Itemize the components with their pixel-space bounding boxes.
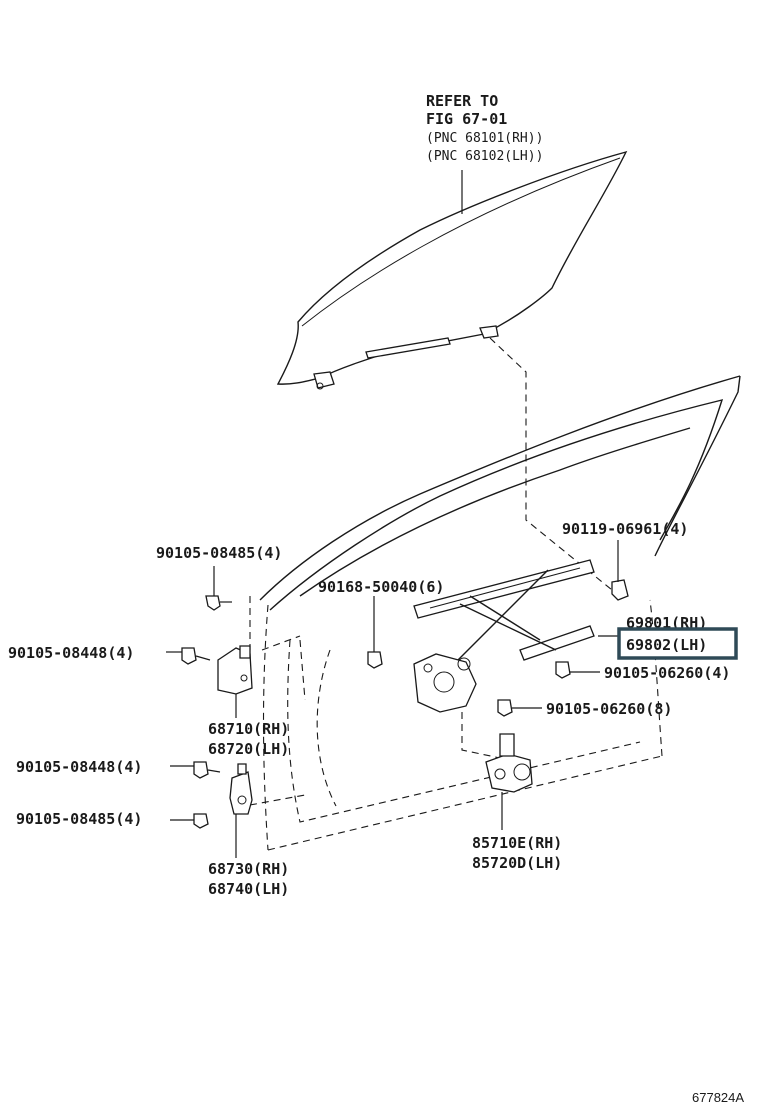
label-upper-hinge-lh: 68720(LH): [208, 740, 289, 758]
label-bolt-hinge-upper-side: 90105-08448(4): [8, 644, 134, 662]
label-bolt-hinge-lower-side: 90105-08448(4): [16, 758, 142, 776]
bolt-regulator-lower: [497, 699, 513, 717]
label-bolt-hinge-top: 90105-08485(4): [156, 544, 282, 562]
bolt-hinge-top: [205, 595, 232, 611]
bolt-hinge-bottom: [193, 813, 209, 829]
figure-id: 677824A: [692, 1090, 744, 1105]
label-bolt-regulator-right: 90105-06260(4): [604, 664, 730, 682]
leader-dashes: [249, 337, 613, 806]
label-lower-hinge-rh: 68730(RH): [208, 860, 289, 878]
refer-note-line1: REFER TO: [426, 92, 498, 110]
label-motor-lh: 85720D(LH): [472, 854, 562, 872]
highlight-box: [617, 627, 738, 660]
label-lower-hinge-lh: 68740(LH): [208, 880, 289, 898]
label-regulator-lh: 69802(LH): [626, 636, 707, 654]
bolt-top-right: [611, 579, 629, 601]
label-bolt-top-right: 90119-06961(4): [562, 520, 688, 538]
lower-hinge: [229, 763, 253, 815]
window-regulator: [413, 559, 595, 713]
refer-note-line2: FIG 67-01: [426, 110, 507, 128]
regulator-motor: [485, 733, 533, 793]
label-bolt-hinge-bottom: 90105-08485(4): [16, 810, 142, 828]
door-glass: [276, 150, 628, 390]
bolt-hinge-upper-side: [181, 647, 211, 665]
bolt-hinge-lower-side: [193, 761, 221, 779]
door-panel: [259, 375, 741, 851]
leader-lines: [166, 170, 622, 858]
label-screw-channel: 90168-50040(6): [318, 578, 444, 596]
upper-hinge: [217, 635, 301, 695]
label-motor-rh: 85710E(RH): [472, 834, 562, 852]
label-bolt-regulator-lower: 90105-06260(8): [546, 700, 672, 718]
label-upper-hinge-rh: 68710(RH): [208, 720, 289, 738]
refer-note-line3: (PNC 68101(RH)): [426, 131, 543, 146]
screw-channel: [367, 651, 383, 669]
refer-note-line4: (PNC 68102(LH)): [426, 149, 543, 164]
highlight-mask: [618, 629, 736, 657]
bolt-regulator-right: [555, 661, 571, 679]
